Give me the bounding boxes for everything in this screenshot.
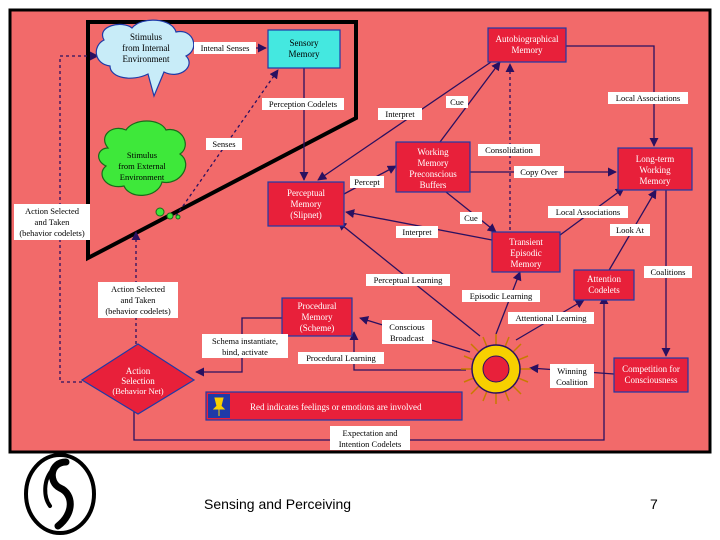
perceptual-memory-line-3: (Slipnet) [290, 210, 322, 220]
perceptual-memory-line-1: Perceptual [287, 188, 325, 198]
label-winning-line-1: Winning [557, 366, 587, 376]
label-coalitions: Coalitions [651, 267, 686, 277]
label-copy-over: Copy Over [520, 167, 558, 177]
working-memory-node: Working Memory Preconscious Buffers [395, 141, 471, 193]
label-local-associations-mid: Local Associations [556, 207, 620, 217]
label-action-mid-line-3: (behavior codelets) [105, 306, 171, 316]
attention-codelets-node: Attention Codelets [573, 269, 635, 301]
consciousness-sun-icon [461, 334, 531, 404]
label-action-left-line-1: Action Selected [25, 206, 80, 216]
label-internal-senses: Intenal Senses [201, 43, 250, 53]
stimulus-internal-cloud: Stimulus from Internal Environment [95, 19, 195, 98]
label-cue-mid: Cue [464, 213, 478, 223]
working-memory-line-4: Buffers [420, 180, 447, 190]
legend: Red indicates feelings or emotions are i… [205, 391, 463, 421]
autobiographical-line-1: Autobiographical [496, 34, 559, 44]
sensory-memory-node: Sensory Memory [267, 29, 341, 69]
stimulus-internal-line-3: Environment [123, 54, 170, 64]
procedural-memory-node: Procedural Memory (Scheme) [281, 297, 353, 337]
attention-line-2: Codelets [588, 285, 620, 295]
working-memory-line-1: Working [417, 147, 449, 157]
longterm-line-2: Working [639, 165, 671, 175]
procedural-line-1: Procedural [298, 301, 337, 311]
label-interpret-mid: Interpret [402, 227, 432, 237]
autobiographical-memory-node: Autobiographical Memory [487, 27, 567, 63]
action-selection-line-3: (Behavior Net) [112, 386, 163, 396]
label-look-at: Look At [616, 225, 645, 235]
transient-line-1: Transient [509, 237, 543, 247]
label-perceptual-learning: Perceptual Learning [374, 275, 443, 285]
label-attentional-learning: Attentional Learning [515, 313, 587, 323]
label-consolidation: Consolidation [485, 145, 533, 155]
sensory-memory-line-1: Sensory [290, 38, 319, 48]
procedural-line-3: (Scheme) [300, 323, 334, 333]
label-winning-line-2: Coalition [556, 377, 588, 387]
label-broadcast-line-1: Conscious [389, 322, 424, 332]
environment-region [86, 20, 358, 262]
page-number: 7 [650, 496, 658, 512]
working-memory-line-3: Preconscious [409, 169, 457, 179]
action-selection-node: Action Selection (Behavior Net) [80, 343, 196, 415]
footer-title: Sensing and Perceiving [204, 496, 352, 512]
label-action-left-line-2: and Taken [35, 217, 71, 227]
competition-line-1: Competition for [622, 364, 680, 374]
label-percept: Percept [354, 177, 380, 187]
label-procedural-learning: Procedural Learning [306, 353, 376, 363]
longterm-line-3: Memory [640, 176, 671, 186]
stimulus-external-line-3: Environment [120, 172, 165, 182]
label-interpret-top: Interpret [385, 109, 415, 119]
perceptual-memory-node: Perceptual Memory (Slipnet) [267, 181, 345, 227]
transient-line-2: Episodic [510, 248, 542, 258]
label-expectation-line-2: Intention Codelets [339, 439, 402, 449]
logo-icon [24, 453, 96, 535]
procedural-line-2: Memory [302, 312, 333, 322]
label-episodic-learning: Episodic Learning [470, 291, 533, 301]
label-broadcast-line-2: Broadcast [390, 333, 425, 343]
sensory-memory-line-2: Memory [289, 49, 320, 59]
transient-episodic-memory-node: Transient Episodic Memory [491, 231, 561, 273]
stimulus-external-cloud: Stimulus from External Environment [98, 120, 187, 220]
action-selection-line-1: Action [126, 366, 151, 376]
competition-line-2: Consciousness [624, 375, 678, 385]
edge-labels: Intenal Senses Perception Codelets Sense… [14, 42, 692, 450]
label-schema-line-2: bind, activate [222, 347, 268, 357]
label-perception-codelets: Perception Codelets [269, 99, 337, 109]
label-action-mid-line-1: Action Selected [111, 284, 166, 294]
working-memory-line-2: Memory [418, 158, 449, 168]
label-senses: Senses [212, 139, 235, 149]
stimulus-external-line-1: Stimulus [127, 150, 157, 160]
action-selection-line-2: Selection [121, 376, 155, 386]
label-expectation-line-1: Expectation and [343, 428, 399, 438]
perceptual-memory-line-2: Memory [291, 199, 322, 209]
autobiographical-line-2: Memory [512, 45, 543, 55]
label-local-associations-top: Local Associations [616, 93, 680, 103]
competition-node: Competition for Consciousness [613, 357, 689, 393]
label-cue-top: Cue [450, 97, 464, 107]
edges [59, 43, 671, 441]
label-action-mid-line-2: and Taken [121, 295, 157, 305]
stimulus-internal-line-2: from Internal [122, 43, 170, 53]
stimulus-internal-line-1: Stimulus [130, 32, 163, 42]
label-schema-line-1: Schema instantiate, [212, 336, 278, 346]
stimulus-external-line-2: from External [118, 161, 166, 171]
longterm-line-1: Long-term [636, 154, 675, 164]
transient-line-3: Memory [511, 259, 542, 269]
attention-line-1: Attention [587, 274, 621, 284]
legend-text: Red indicates feelings or emotions are i… [250, 402, 422, 412]
longterm-working-memory-node: Long-term Working Memory [617, 147, 693, 191]
label-action-left-line-3: (behavior codelets) [19, 228, 85, 238]
